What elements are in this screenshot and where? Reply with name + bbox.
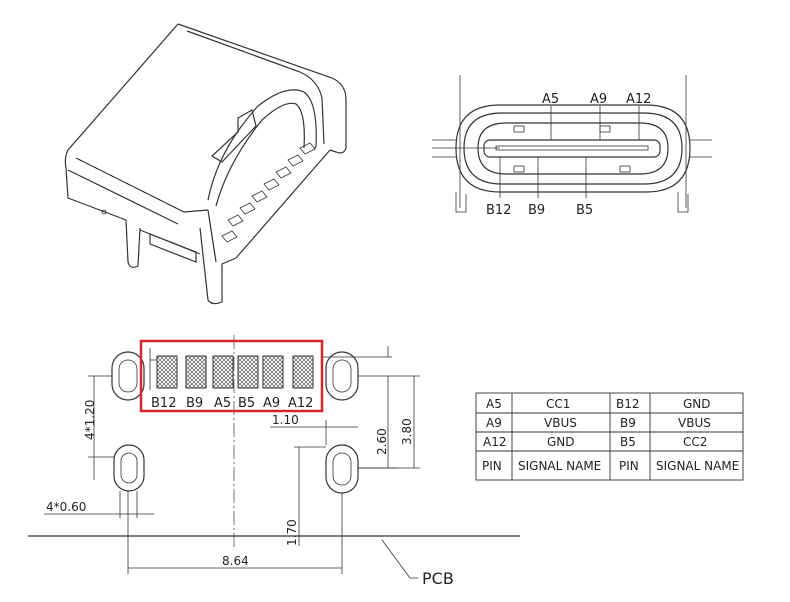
dim-slot-pitch: 4*1.20 [83,375,114,480]
dim-label-slot-pitch: 4*1.20 [83,400,97,440]
cell-pin: A12 [483,435,506,449]
pin-label-b12: B12 [486,203,511,218]
tongue [211,109,257,163]
pin-label-b9: B9 [528,203,545,218]
table-row: A5 CC1 B12 GND [486,397,711,411]
cell-signal: VBUS [544,416,577,430]
dim-label-height-total: 3.80 [400,418,414,445]
cell-pin: A5 [486,397,502,411]
dim-label-lower-offset: 1.70 [285,519,299,546]
cell-pin-heading: PIN [482,459,502,473]
shell-lower-edge [67,169,179,225]
dim-height-total: 3.80 [322,346,420,469]
slot-top-right [325,351,359,401]
table-row: A9 VBUS B9 VBUS [486,416,711,430]
cell-signal: GND [683,397,711,411]
footprint-view: B12 B9 A5 B5 A9 A12 4*1.20 4*0.60 1.10 [28,335,520,588]
table-row: A12 GND B5 CC2 [483,435,707,449]
pin-label-b5: B5 [576,203,593,218]
pad-label-b9: B9 [186,396,203,411]
dim-label-pad-offset: 1.10 [272,413,299,427]
shell-mid [463,112,683,185]
dim-lower-offset: 1.70 [285,446,326,546]
pin-label-a12: A12 [626,92,651,107]
pcb-leader [381,539,418,579]
dim-label-width-total: 8.64 [222,554,249,568]
cell-signal-heading: SIGNAL NAME [518,459,601,473]
pad-label-b5: B5 [238,396,255,411]
bottom-front-edge [235,149,331,259]
cell-pin: B12 [616,397,640,411]
cell-pin: B5 [620,435,636,449]
pin-label-a5: A5 [542,92,559,107]
side-leg-front [199,227,237,305]
pad-label-b12: B12 [151,396,176,411]
end-view: A5 A9 A12 B12 B9 B5 [432,75,712,218]
dim-pad-offset: 1.10 [270,413,358,445]
dim-width-total: 8.64 [127,491,343,574]
shell-outer [455,104,691,193]
cell-pin-heading: PIN [619,459,639,473]
cell-signal: CC1 [546,397,570,411]
table-header-row: PIN SIGNAL NAME PIN SIGNAL NAME [482,459,739,473]
leg-tab [149,233,197,263]
front-opening-inner [215,102,305,207]
shell-left-outline [64,23,179,221]
smd-pads [156,355,314,389]
left-foot [455,192,467,213]
cell-signal: GND [547,435,575,449]
cell-pin: B9 [620,416,636,430]
tongue-outline [483,139,661,158]
dim-slot-width: 4*0.60 [44,491,154,518]
pad-label-a12: A12 [288,396,313,411]
smd-pins [221,142,316,243]
cell-signal: CC2 [683,435,707,449]
front-vertical-edge [207,209,217,263]
pin-highlight-box [139,339,324,413]
slot-bottom-right [325,444,359,494]
contact-marks [513,125,631,173]
side-leg-rear [125,219,141,268]
pad-label-a5: A5 [214,396,231,411]
shell-mid-edge [75,157,209,213]
cell-signal: VBUS [678,416,711,430]
dim-slot-spacing: 2.60 [358,375,420,469]
front-opening-outer [207,89,317,201]
pad-label-a9: A9 [263,396,280,411]
shell-inner-top [186,30,325,145]
pin-table: A5 CC1 B12 GND A9 VBUS B9 VBUS A12 GND B… [475,392,744,481]
slot-bottom-left [113,444,145,492]
pcb-label: PCB [422,569,454,588]
dim-label-slot-spacing: 2.60 [375,428,389,455]
shell-inner [477,122,669,175]
shell-top-outline [177,23,347,154]
slot-top-left [111,351,145,401]
rear-dot [101,209,107,215]
tongue-center [495,145,649,151]
cell-signal-heading: SIGNAL NAME [656,459,739,473]
isometric-connector-view [64,23,347,305]
dim-label-slot-width: 4*0.60 [46,500,86,514]
right-foot [677,192,689,213]
cell-pin: A9 [486,416,502,430]
pin-label-a9: A9 [590,92,607,107]
